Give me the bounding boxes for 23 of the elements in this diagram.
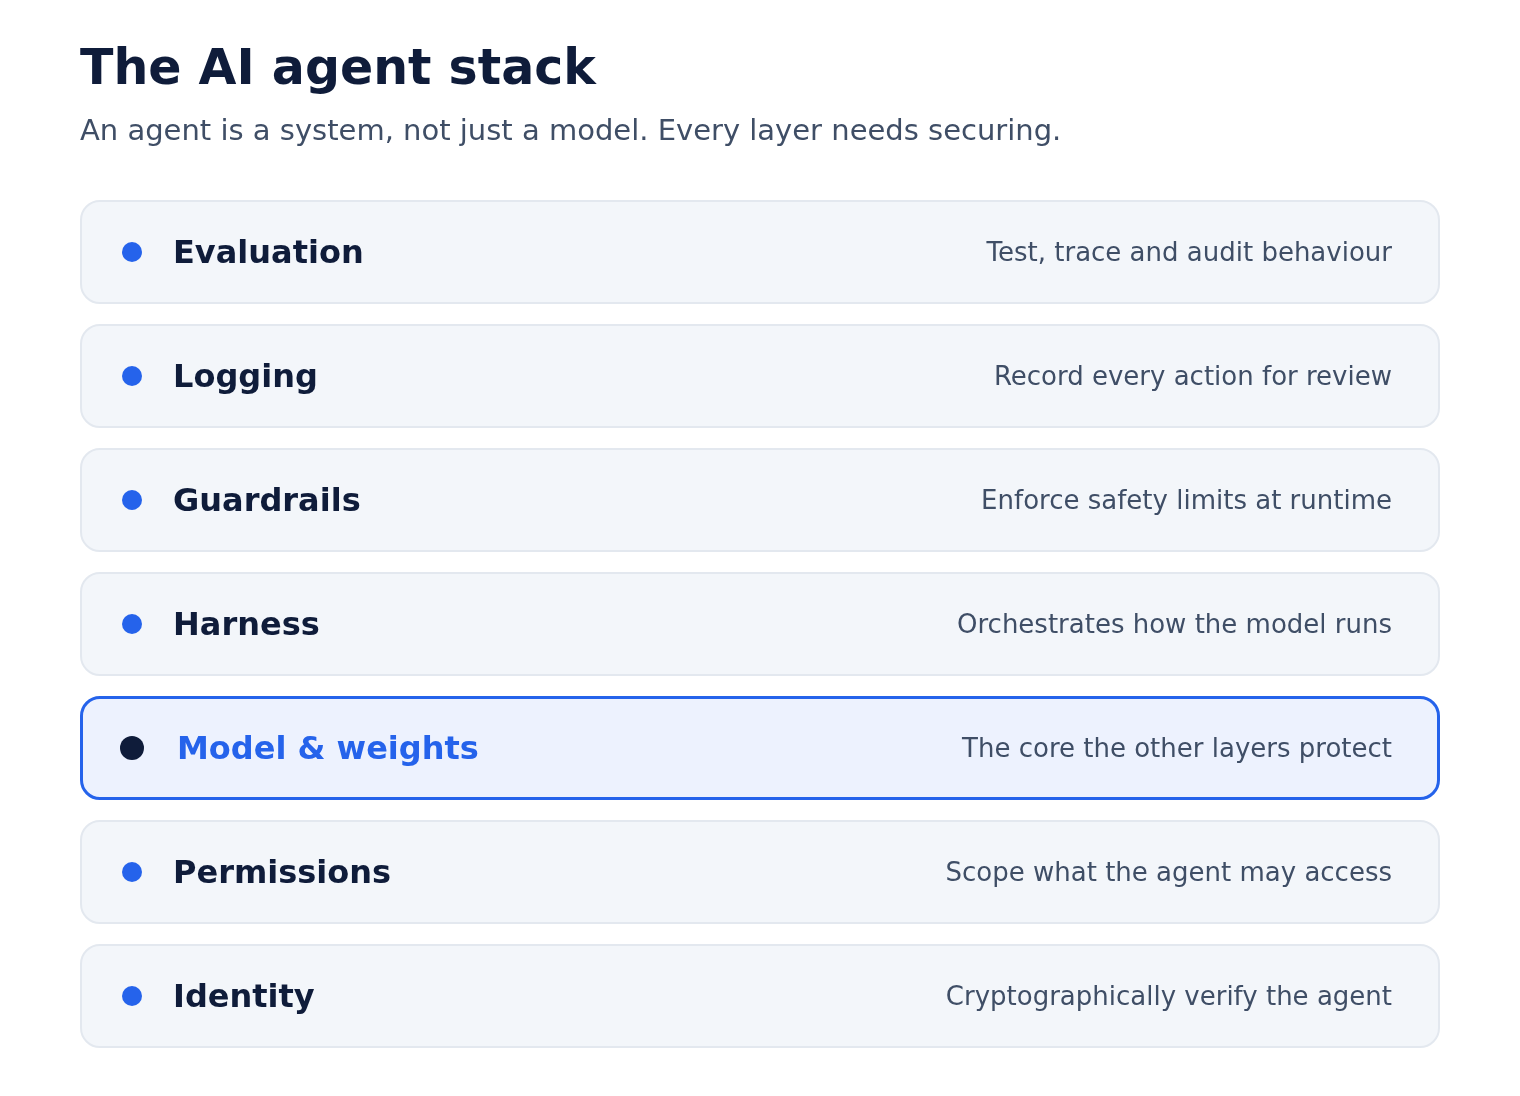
layer-description: Record every action for review: [993, 360, 1392, 393]
layer-description: Orchestrates how the model runs: [957, 608, 1392, 641]
subtitle: An agent is a system, not just a model. Every layer needs securing.: [80, 112, 1062, 149]
layer-name: Guardrails: [173, 480, 361, 520]
layer-box: [80, 944, 1440, 1048]
layer-description: Scope what the agent may access: [945, 856, 1392, 889]
layer-description: The core the other layers protect: [962, 732, 1392, 765]
layer-name: Evaluation: [173, 232, 364, 272]
layer-description: Cryptographically verify the agent: [945, 980, 1392, 1013]
layer-box: [80, 448, 1440, 552]
layer-box: [80, 572, 1440, 676]
highlighted-layer-box: [80, 696, 1440, 800]
layer-name: Identity: [173, 976, 315, 1016]
layer-box: [80, 324, 1440, 428]
layer-name: Model & weights: [177, 728, 479, 768]
layer-box: [80, 820, 1440, 924]
layer-name: Permissions: [173, 852, 392, 892]
page-title: The AI agent stack: [80, 38, 596, 98]
layer-name: Harness: [173, 604, 320, 644]
layer-box: [80, 200, 1440, 304]
layer-description: Test, trace and audit behaviour: [986, 236, 1392, 269]
layer-description: Enforce safety limits at runtime: [981, 484, 1392, 517]
layer-name: Logging: [173, 356, 318, 396]
